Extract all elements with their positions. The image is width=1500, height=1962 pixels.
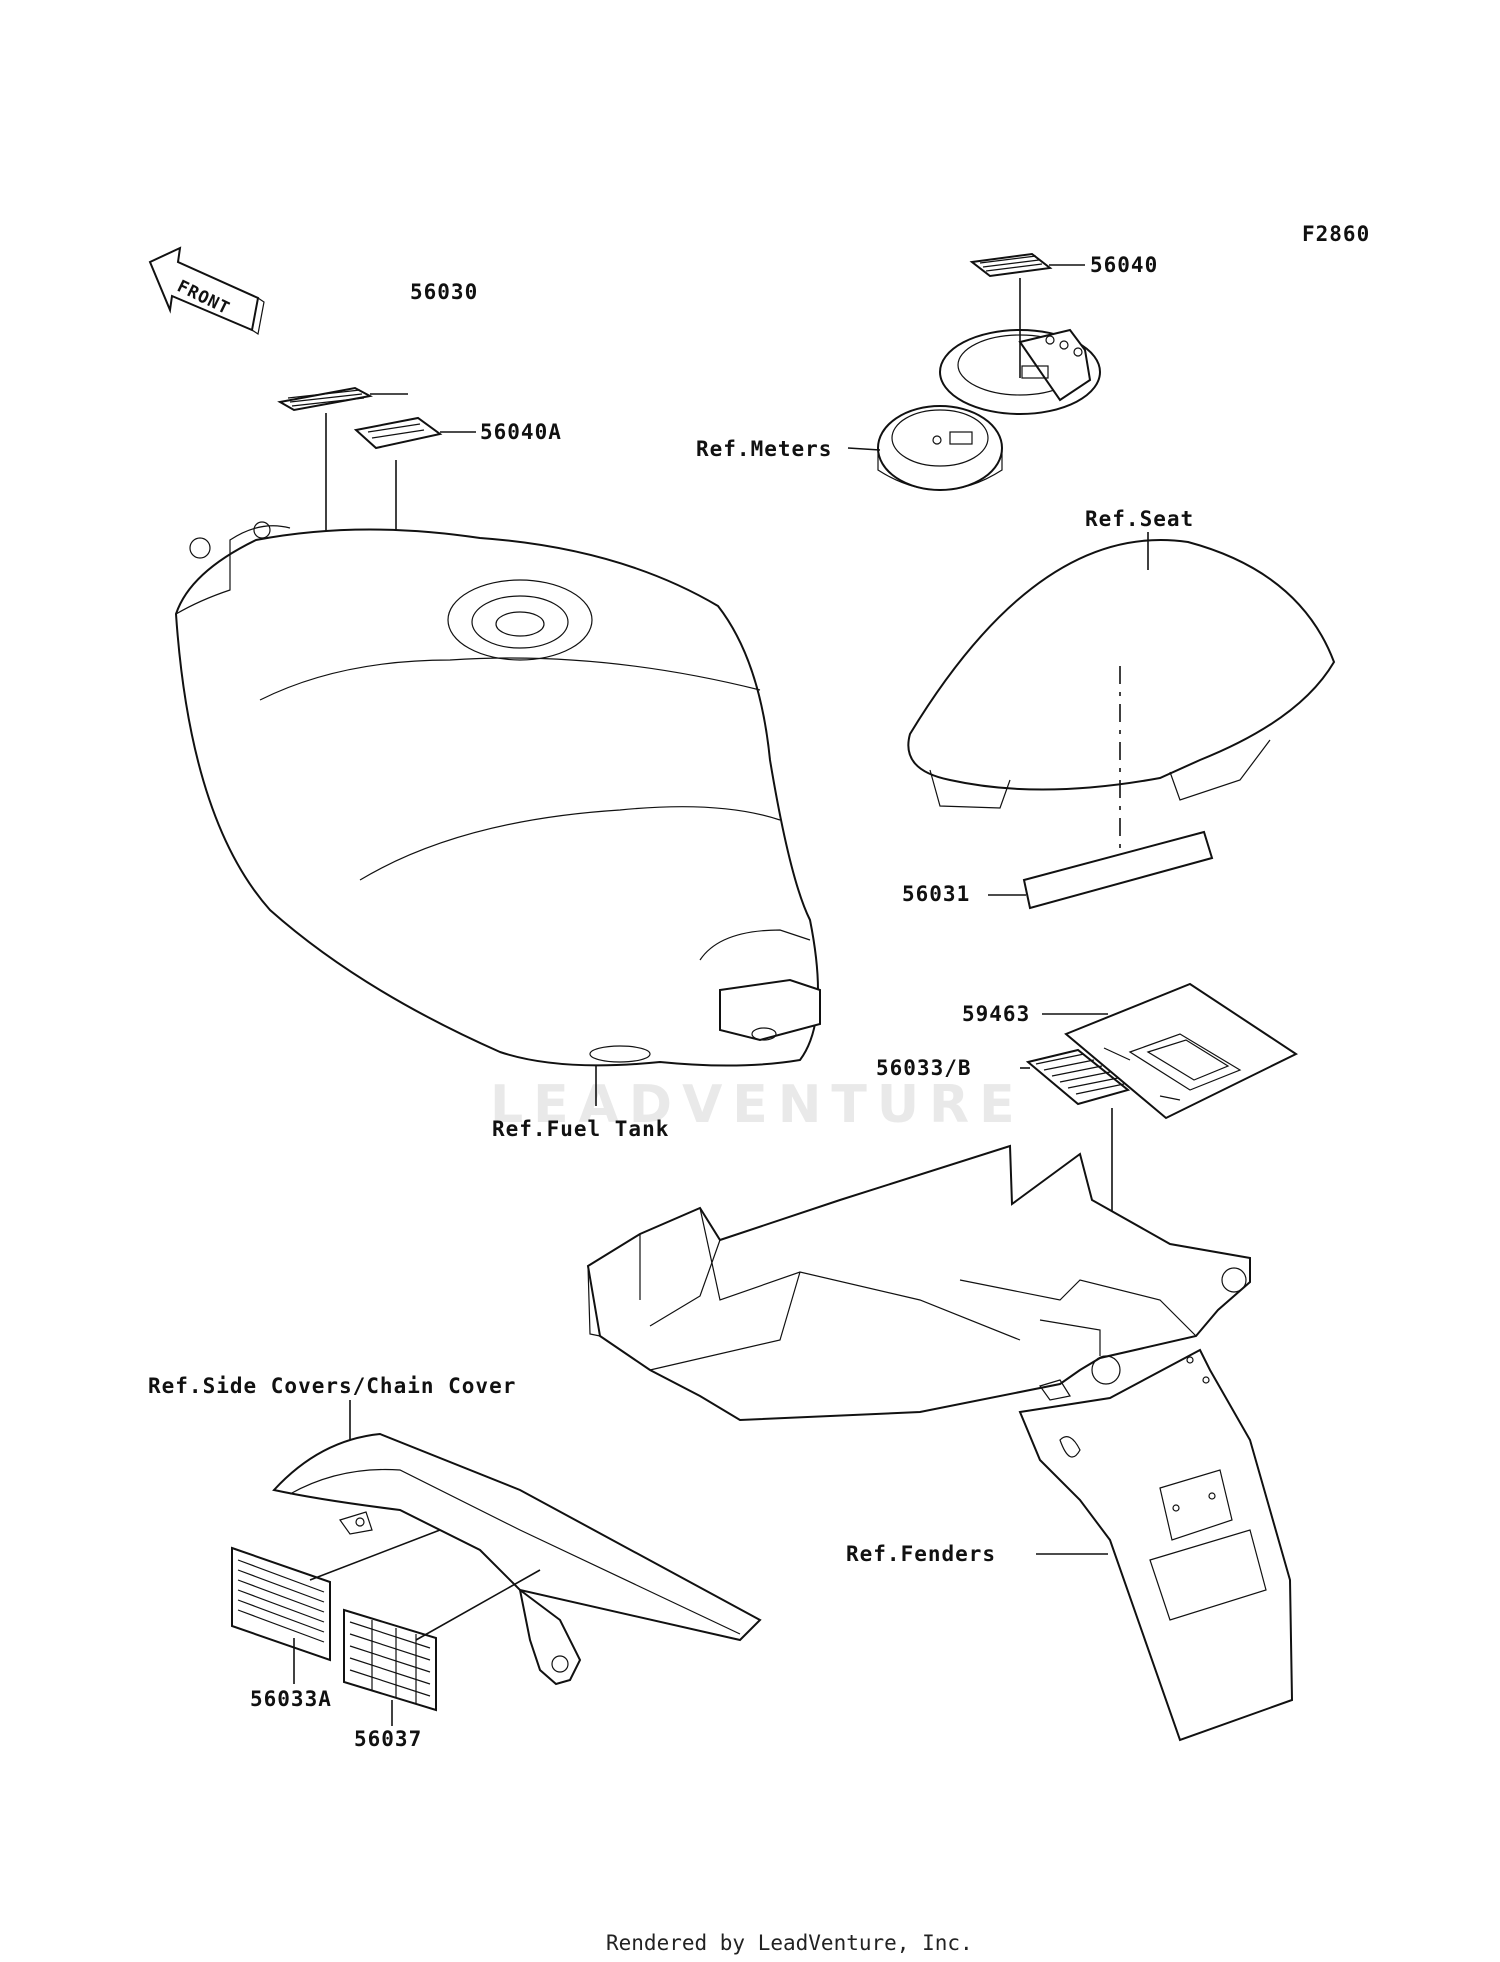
sticker-59463-illustration	[1064, 982, 1299, 1120]
watermark-text: LEADVENTURE	[490, 1075, 1025, 1135]
callout-ref-meters: Ref.Meters	[696, 437, 832, 461]
callout-ref-fenders: Ref.Fenders	[846, 1542, 996, 1566]
meters-illustration	[877, 252, 1101, 491]
callout-56033A: 56033A	[250, 1687, 332, 1711]
callout-59463: 59463	[962, 1002, 1030, 1026]
callout-56040: 56040	[1090, 253, 1158, 277]
footer-credit: Rendered by LeadVenture, Inc.	[606, 1931, 973, 1955]
seat-illustration	[907, 538, 1336, 809]
callout-56033B: 56033/B	[876, 1056, 972, 1080]
callout-56030: 56030	[410, 280, 478, 304]
fuel-tank-illustration	[174, 521, 821, 1067]
callout-ref-seat: Ref.Seat	[1085, 507, 1194, 531]
sticker-56033A-illustration	[231, 1546, 331, 1662]
fender-tray-illustration	[586, 1144, 1294, 1742]
sticker-56037-illustration	[343, 1608, 437, 1712]
callout-56040A: 56040A	[480, 420, 562, 444]
chain-cover-illustration	[272, 1432, 762, 1686]
callout-56037: 56037	[354, 1727, 422, 1751]
callout-56031: 56031	[902, 882, 970, 906]
callout-ref-side-covers: Ref.Side Covers/Chain Cover	[148, 1374, 516, 1398]
front-arrow-icon: FRONT	[148, 246, 265, 336]
diagram-code: F2860	[1302, 222, 1370, 246]
callout-ref-fuel-tank: Ref.Fuel Tank	[492, 1117, 669, 1141]
